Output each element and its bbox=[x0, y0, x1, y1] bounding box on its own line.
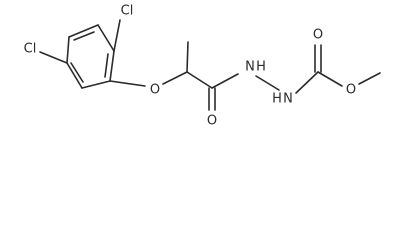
atom-o-carbonyl: O bbox=[313, 28, 323, 43]
bond-nh-c bbox=[295, 71, 319, 94]
bond-ring-cl-left bbox=[39, 51, 68, 64]
benzene-ring bbox=[66, 24, 115, 89]
atom-nh-2: N bbox=[283, 92, 293, 107]
atom-cl-left: Cl bbox=[24, 42, 37, 57]
atom-o-amide: O bbox=[207, 114, 217, 129]
atom-nh-1: N bbox=[245, 60, 255, 75]
atom-o-ether: O bbox=[150, 83, 160, 98]
atom-h-1: H bbox=[256, 60, 266, 75]
bond-nh-nh bbox=[255, 75, 280, 91]
bond-c-nh bbox=[211, 73, 239, 89]
bond-ch-methyl bbox=[186, 41, 189, 73]
bond-ring-cl-top bbox=[113, 19, 121, 52]
bond-ring-o bbox=[109, 80, 146, 87]
bond-ch-carbonyl bbox=[186, 71, 213, 89]
atom-o-ester: O bbox=[346, 83, 356, 98]
bond-o-methyl bbox=[358, 72, 381, 85]
atom-h-2: H bbox=[272, 92, 282, 107]
atom-cl-top: Cl bbox=[121, 4, 134, 19]
bond-o-ch bbox=[162, 71, 188, 85]
bond-c-o-ester bbox=[317, 71, 343, 87]
chemical-structure: Cl Cl O O N H H N O O bbox=[24, 4, 381, 129]
